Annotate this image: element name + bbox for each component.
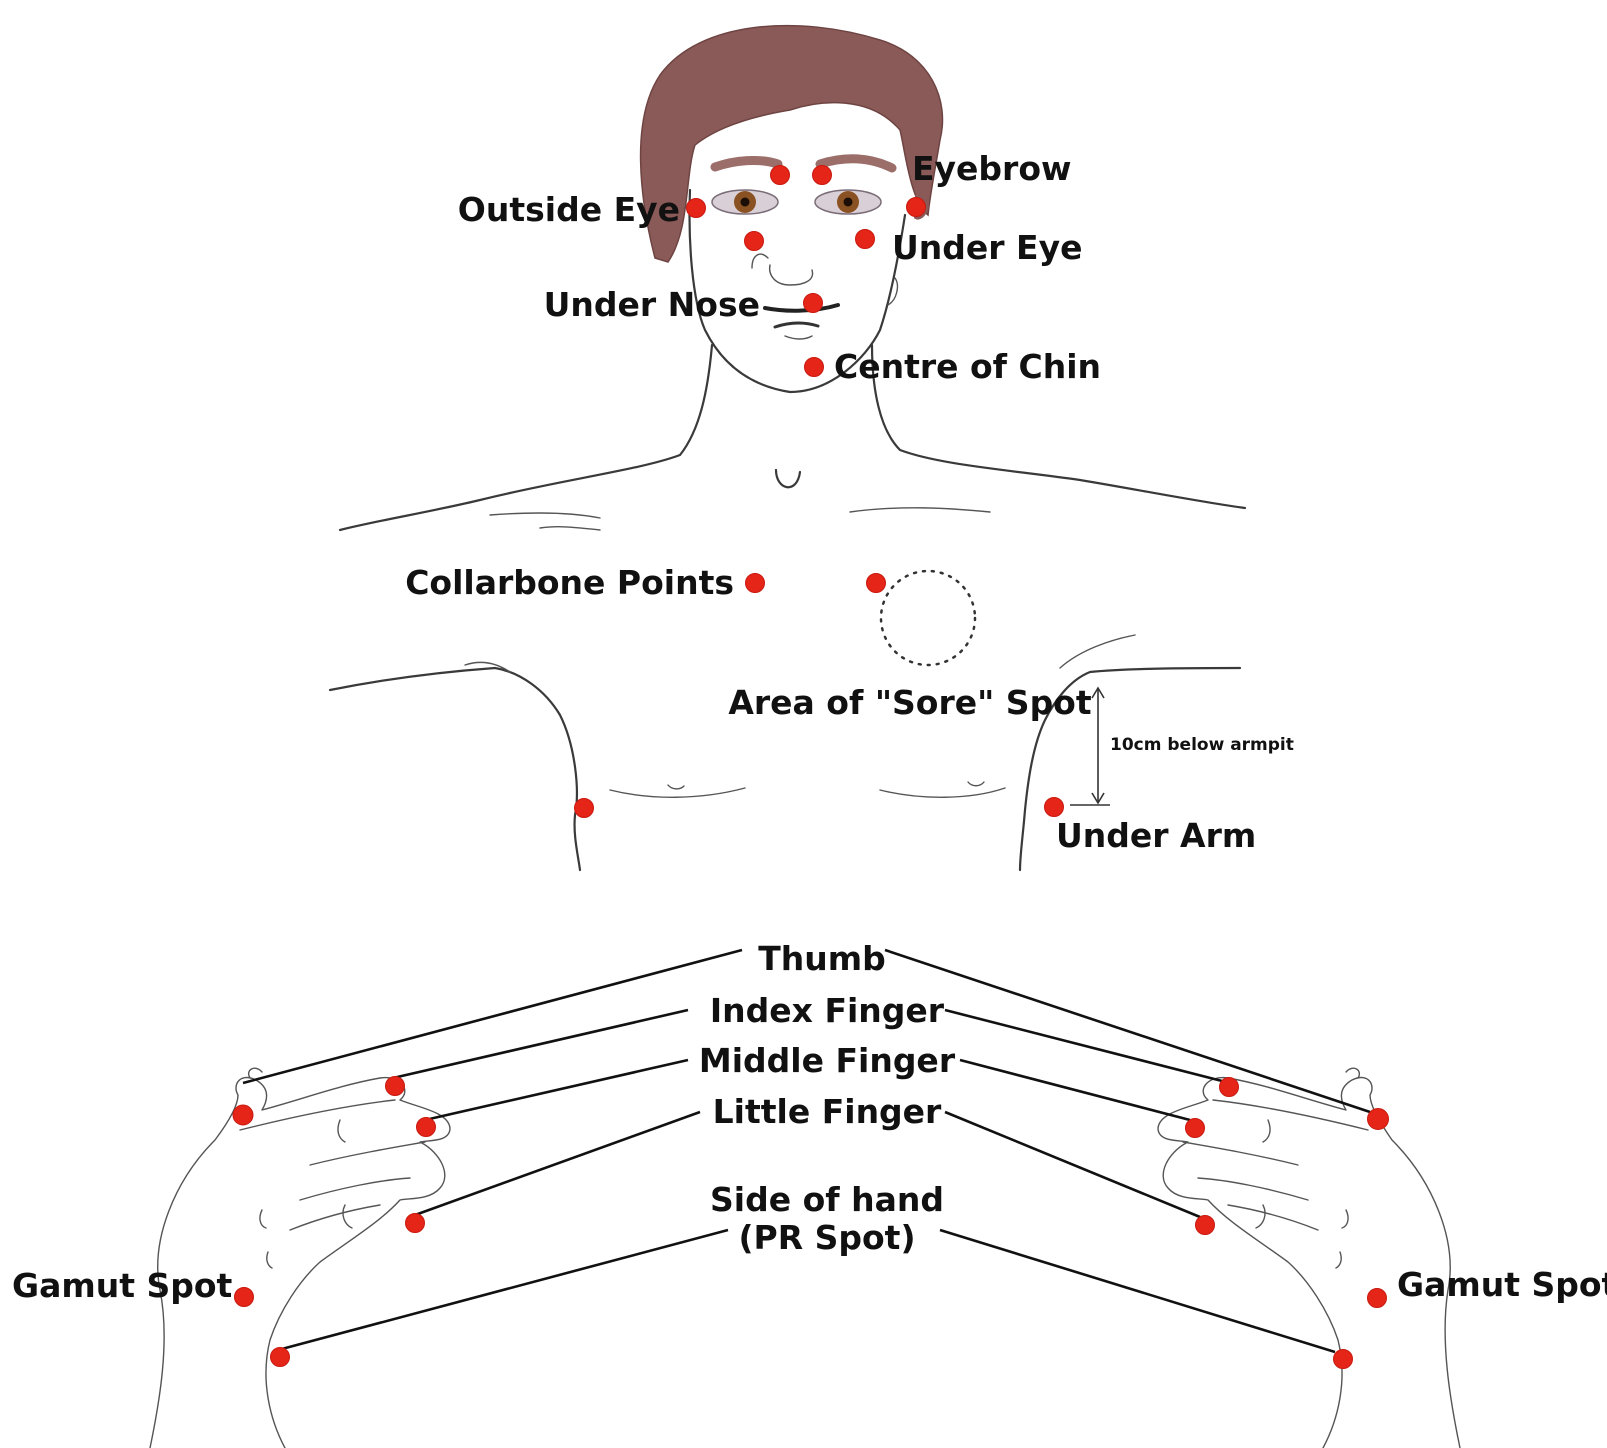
left-finger-line-4 — [290, 1205, 380, 1230]
point-under-arm-right — [1045, 798, 1064, 817]
point-gamut-left — [235, 1288, 254, 1307]
label-under-nose: Under Nose — [544, 285, 760, 324]
left-thumb-nail — [249, 1068, 262, 1078]
side-hand-leader-right — [940, 1230, 1335, 1352]
right-pec — [880, 788, 1005, 797]
torso-upper — [340, 345, 1245, 530]
point-side-hand-left — [271, 1348, 290, 1367]
label-pr-spot: (PR Spot) — [738, 1218, 915, 1257]
label-under-eye: Under Eye — [892, 228, 1083, 267]
left-knuckle-1 — [338, 1120, 345, 1142]
thumb-leader-right — [885, 950, 1370, 1112]
point-eyebrow-left — [771, 166, 790, 185]
left-knuckle-2 — [343, 1205, 352, 1228]
point-gamut-right — [1368, 1289, 1387, 1308]
point-thumb-right — [1368, 1109, 1389, 1130]
point-thumb-left — [233, 1105, 253, 1125]
middle-leader-right — [960, 1060, 1190, 1120]
side-hand-leader-left — [278, 1230, 728, 1350]
throat-notch — [776, 470, 800, 487]
lower-lip — [785, 336, 812, 339]
label-sore-spot: Area of "Sore" Spot — [728, 683, 1091, 722]
right-finger-line-4 — [1228, 1205, 1318, 1230]
label-under-arm: Under Arm — [1056, 816, 1256, 855]
little-leader-right — [945, 1112, 1200, 1217]
right-thumb-nail — [1346, 1068, 1359, 1078]
right-nipple — [968, 782, 984, 786]
hair — [641, 26, 943, 262]
point-index-left — [386, 1077, 405, 1096]
right-finger-line-3 — [1198, 1178, 1308, 1200]
head-figure — [641, 26, 943, 392]
left-finger-line-1 — [240, 1100, 395, 1130]
left-nipple — [668, 785, 684, 789]
right-eyebrow — [820, 159, 892, 168]
sore-spot-area — [881, 571, 975, 665]
right-collar-line — [850, 508, 990, 512]
point-side-hand-right — [1334, 1350, 1353, 1369]
right-knuckle-1 — [1263, 1120, 1270, 1142]
right-palm-mark-2 — [1336, 1252, 1341, 1268]
point-collarbone-right — [867, 574, 886, 593]
left-eye — [712, 190, 778, 214]
left-hand — [150, 1068, 450, 1448]
right-knuckle-2 — [1256, 1205, 1265, 1228]
point-outside-eye-right — [907, 198, 926, 217]
moustache — [765, 305, 838, 311]
point-little-left — [406, 1214, 425, 1233]
point-under-eye-right — [856, 230, 875, 249]
left-hand-outline — [150, 1078, 450, 1448]
right-shoulder-top — [1060, 635, 1135, 668]
label-collarbone-points: Collarbone Points — [405, 563, 734, 602]
right-finger-line-2 — [1183, 1142, 1298, 1165]
label-below-armpit: 10cm below armpit — [1110, 735, 1294, 755]
left-eyebrow — [715, 160, 778, 167]
label-thumb: Thumb — [758, 939, 886, 978]
middle-leader-left — [425, 1060, 688, 1120]
left-shoulder — [330, 668, 580, 870]
point-outside-eye-left — [687, 199, 706, 218]
labels: Eyebrow Outside Eye Under Eye Under Nose… — [12, 149, 1607, 1305]
point-under-nose — [804, 294, 823, 313]
point-middle-right — [1186, 1119, 1205, 1138]
thumb-leader-left — [243, 950, 742, 1083]
label-eyebrow: Eyebrow — [912, 149, 1072, 188]
left-palm-mark — [260, 1210, 266, 1228]
right-palm-mark — [1342, 1210, 1348, 1228]
left-palm-mark-2 — [267, 1252, 272, 1268]
neck-left — [340, 345, 712, 530]
label-side-of-hand: Side of hand — [710, 1180, 944, 1219]
label-gamut-spot-left: Gamut Spot — [12, 1266, 233, 1305]
right-eye — [815, 190, 881, 214]
index-leader-left — [393, 1010, 688, 1078]
left-finger-line-3 — [300, 1178, 410, 1200]
mouth — [775, 323, 818, 327]
label-index-finger: Index Finger — [710, 991, 945, 1030]
point-little-right — [1196, 1216, 1215, 1235]
left-pec-line — [540, 527, 600, 530]
point-collarbone-left — [746, 574, 765, 593]
index-leader-right — [945, 1010, 1222, 1081]
label-little-finger: Little Finger — [713, 1092, 942, 1131]
left-collar-line — [490, 513, 600, 518]
point-under-eye-left — [745, 232, 764, 251]
point-middle-left — [417, 1118, 436, 1137]
label-middle-finger: Middle Finger — [699, 1041, 956, 1080]
little-leader-left — [415, 1112, 700, 1215]
label-gamut-spot-right: Gamut Spot — [1397, 1265, 1607, 1304]
left-finger-line-2 — [310, 1142, 425, 1165]
nose — [770, 265, 813, 285]
point-centre-of-chin — [805, 358, 824, 377]
point-index-right — [1220, 1078, 1239, 1097]
point-eyebrow-right — [813, 166, 832, 185]
nostril-line — [752, 254, 768, 268]
point-under-arm-left — [575, 799, 594, 818]
label-outside-eye: Outside Eye — [458, 190, 680, 229]
label-centre-of-chin: Centre of Chin — [834, 347, 1101, 386]
